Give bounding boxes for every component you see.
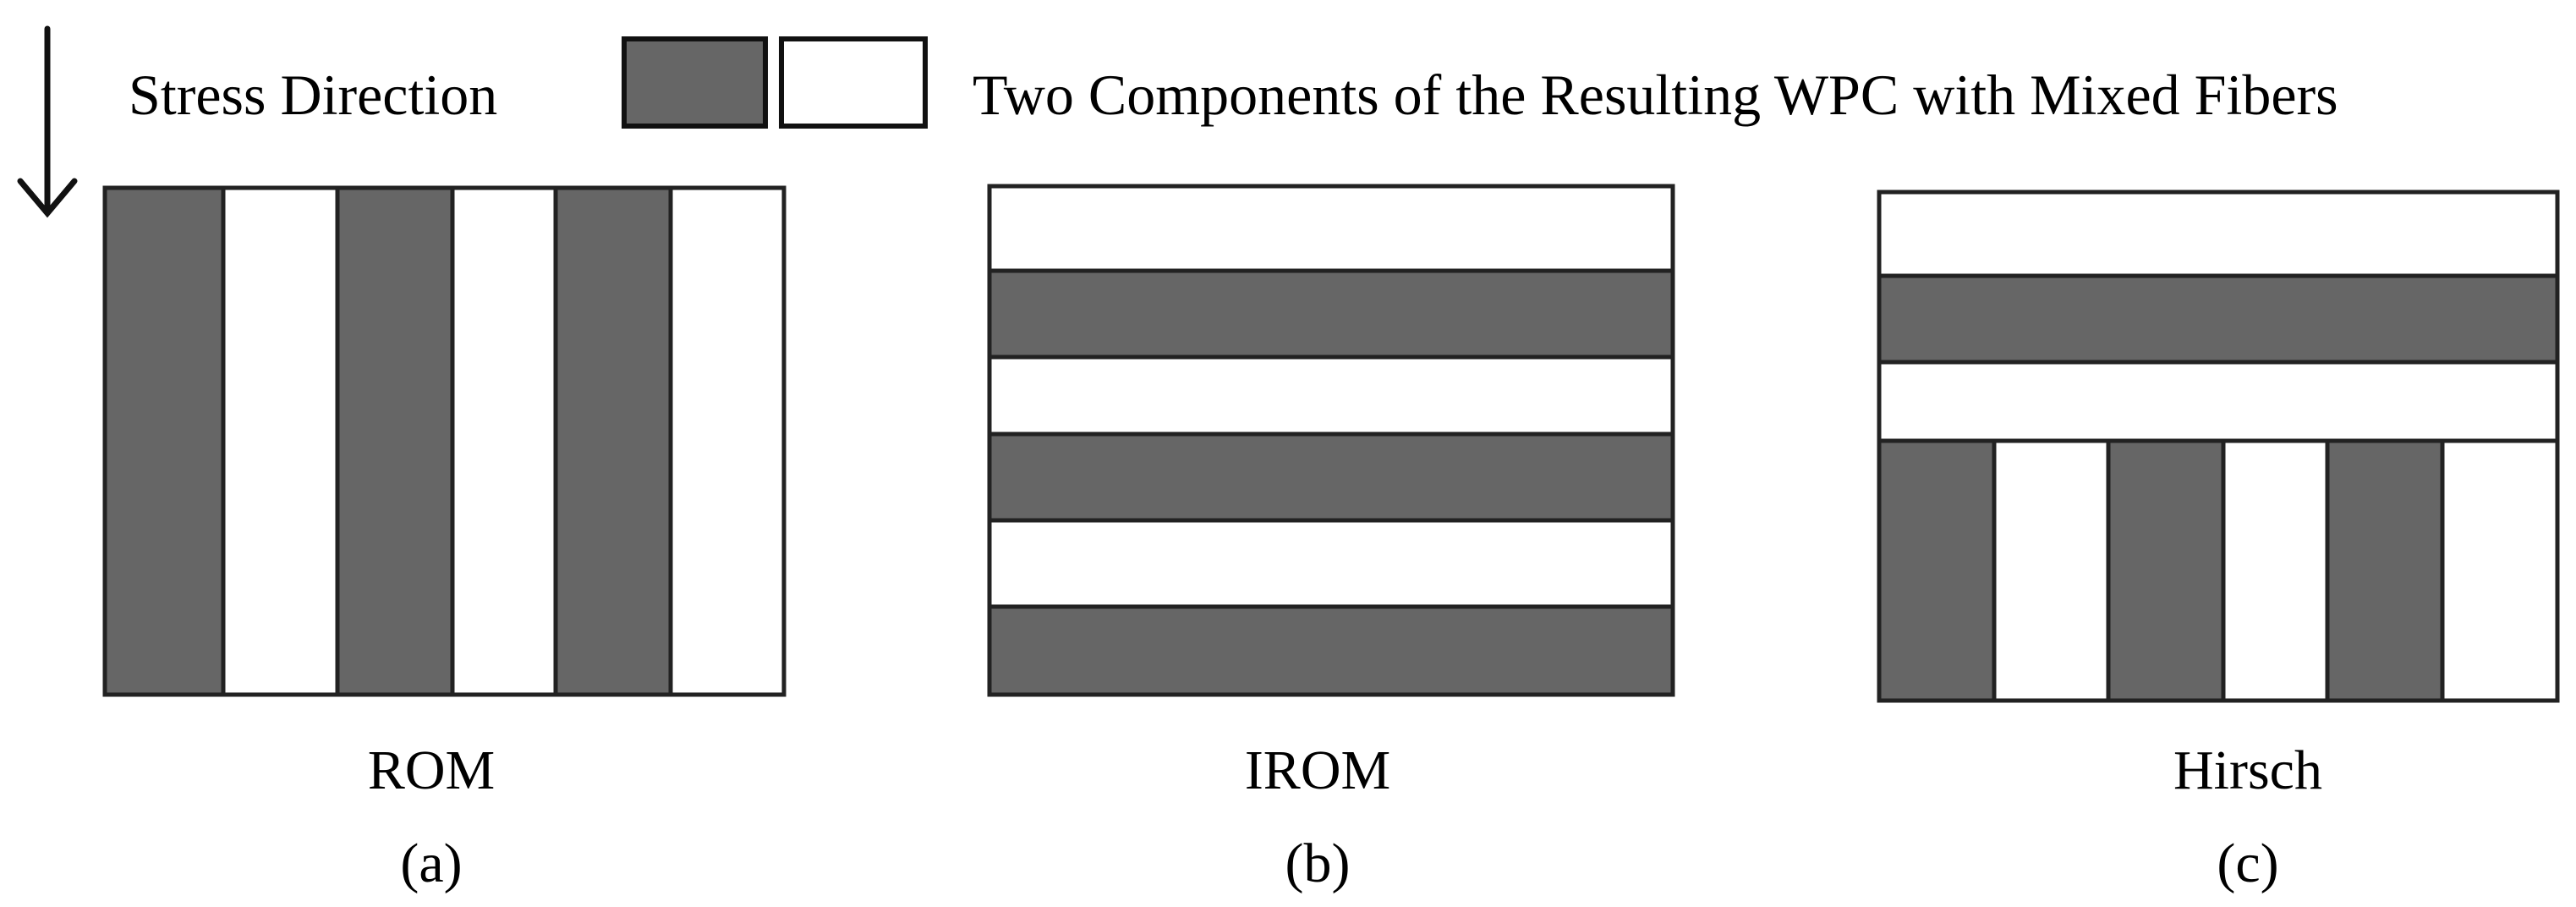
panel-a-caption: (a) (400, 833, 463, 894)
legend-swatch-dark (622, 36, 768, 129)
panel-c-caption: (c) (2217, 833, 2279, 894)
panel-b-model-label: IROM (1244, 739, 1391, 801)
panel-a-model-label: ROM (367, 739, 496, 801)
components-legend-label: Two Components of the Resulting WPC with… (973, 63, 2338, 127)
panel-b-caption: (b) (1285, 833, 1351, 894)
down-arrow-icon (17, 25, 78, 218)
stress-direction-label: Stress Direction (129, 63, 498, 127)
panel-c-model-label: Hirsch (2173, 739, 2322, 801)
panel-rom-diagram (102, 185, 787, 697)
panel-hirsch-diagram (1877, 190, 2560, 703)
legend-swatch-light (779, 36, 928, 129)
panel-irom-diagram (987, 184, 1675, 697)
